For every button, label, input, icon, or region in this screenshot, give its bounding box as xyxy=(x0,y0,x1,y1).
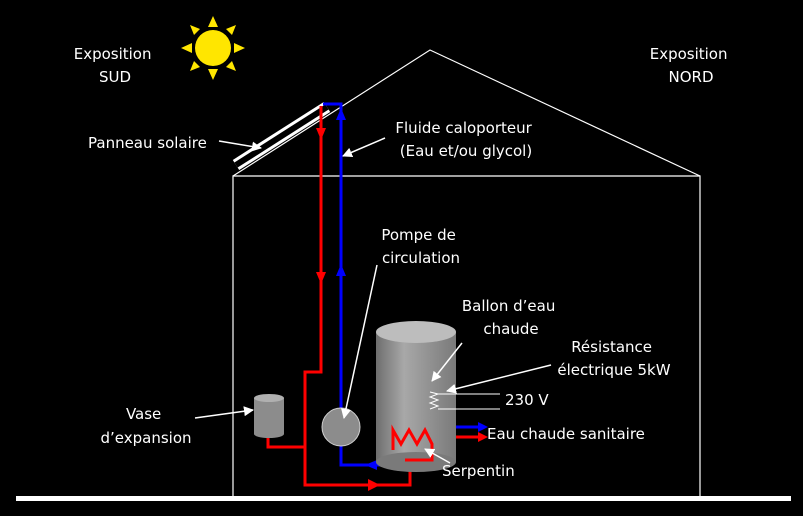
label-exposition-nord: Exposition NORD xyxy=(650,45,733,86)
label-eau-chaude-sanitaire: Eau chaude sanitaire xyxy=(487,425,645,443)
house-outline xyxy=(232,49,701,498)
ground-line xyxy=(16,496,791,501)
circulation-pump xyxy=(321,407,361,447)
cold-flow-arrows xyxy=(336,108,377,470)
label-fluide-caloporteur: Fluide caloporteur (Eau et/ou glycol) xyxy=(395,119,536,160)
domestic-hot-water-outlet xyxy=(456,422,488,442)
power-supply-lines xyxy=(438,393,500,410)
label-pompe-circulation: Pompe de circulation xyxy=(381,226,460,267)
label-exposition-sud: Exposition SUD xyxy=(74,45,157,86)
label-resistance: Résistance électrique 5kW xyxy=(557,338,670,379)
label-panneau-solaire: Panneau solaire xyxy=(88,134,207,152)
callout-lines xyxy=(194,137,552,464)
label-ballon-eau-chaude: Ballon d’eau chaude xyxy=(462,297,560,338)
solar-panel xyxy=(232,101,331,171)
expansion-vessel xyxy=(254,394,284,438)
sun-icon xyxy=(181,16,245,80)
hot-flow-arrows xyxy=(316,128,326,284)
label-serpentin: Serpentin xyxy=(442,462,515,480)
hot-water-tank xyxy=(376,321,456,472)
label-tension: 230 V xyxy=(505,391,549,409)
label-vase-expansion: Vase d’expansion xyxy=(100,405,191,447)
